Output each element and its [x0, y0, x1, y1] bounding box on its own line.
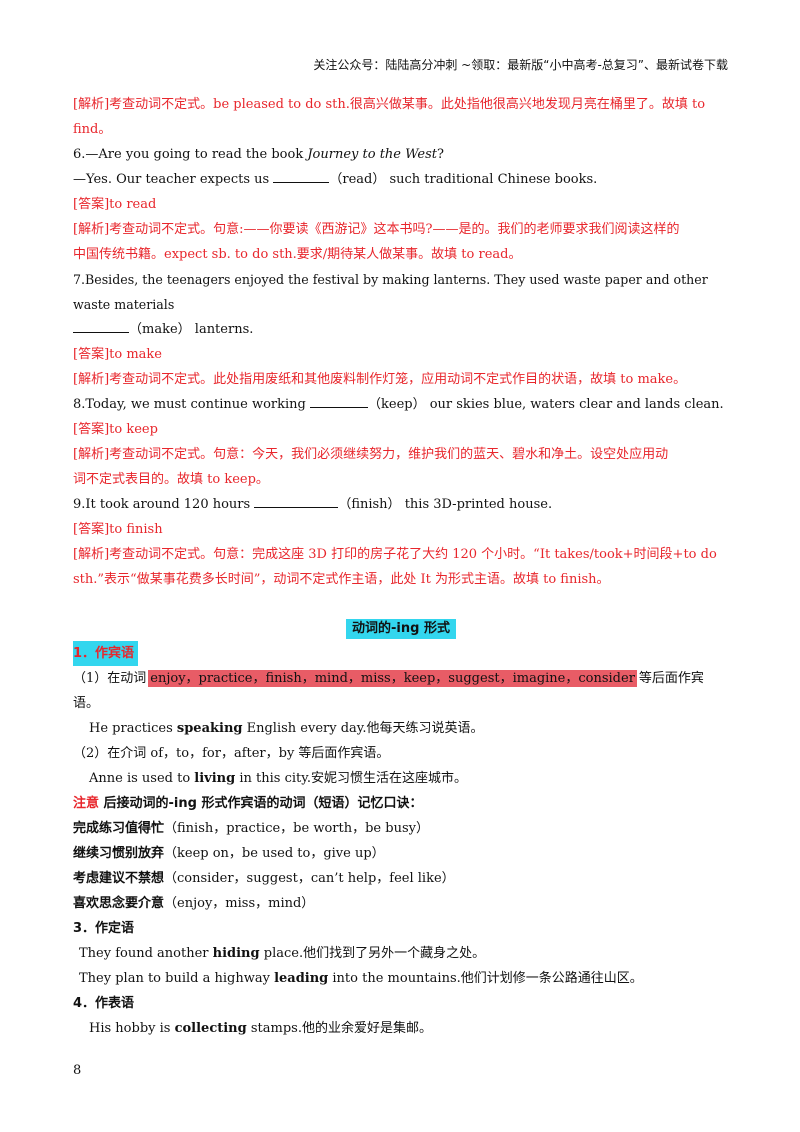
example-sentence: They found another hiding place.他们找到了另外一… — [73, 941, 729, 966]
answer-analysis: 中国传统书籍。expect sb. to do sth.要求/期待某人做某事。故… — [73, 247, 522, 262]
question-text: （keep） our skies blue, waters clear and … — [368, 397, 724, 412]
example-sentence: He practices speaking English every day.… — [73, 716, 729, 741]
page-number: 8 — [73, 1063, 82, 1078]
example-text: His hobby is — [89, 1021, 175, 1036]
subsection-label: 1．作宾语 — [73, 641, 139, 666]
answer-analysis: [解析]考查动词不定式。句意：今天，我们必须继续努力，维护我们的蓝天、碧水和净土… — [73, 447, 669, 462]
question-6: 6.—Are you going to read the book Journe… — [73, 142, 729, 167]
question-6-blank-line: —Yes. Our teacher expects us （read） such… — [73, 167, 729, 192]
mnemonic-verbs: （keep on，be used to，give up） — [164, 846, 385, 861]
example-text: into the mountains.他们计划修一条公路通往山区。 — [328, 971, 643, 986]
note-label: 注意 — [73, 796, 100, 811]
mnemonic-line: 继续习惯别放弃（keep on，be used to，give up） — [73, 841, 729, 866]
section-title: 动词的-ing 形式 — [346, 619, 456, 639]
example-text: They found another — [79, 946, 213, 961]
note-text: 后接动词的-ing 形式作宾语的动词（短语）记忆口诀： — [99, 796, 423, 811]
example-text: place.他们找到了另外一个藏身之处。 — [259, 946, 486, 961]
answer-analysis: find。 — [73, 122, 112, 137]
section-heading: 动词的-ing 形式 — [73, 619, 729, 639]
example-text: He practices — [89, 721, 177, 736]
mnemonic-phrase: 继续习惯别放弃 — [73, 846, 165, 861]
question-text: （make） lanterns. — [129, 322, 254, 337]
answer-blank — [273, 170, 330, 183]
subsection-heading: 1．作宾语 — [73, 641, 729, 666]
answer-analysis: sth.”表示“做某事花费多长时间”，动词不定式作主语，此处 It 为形式主语。… — [73, 572, 610, 587]
example-keyword: leading — [274, 971, 329, 986]
answer-blank — [310, 395, 368, 408]
example-text: stamps.他的业余爱好是集邮。 — [246, 1021, 432, 1036]
mnemonic-phrase: 考虑建议不禁想 — [73, 871, 165, 886]
note-line: 注意 后接动词的-ing 形式作宾语的动词（短语）记忆口诀： — [73, 791, 729, 816]
question-9: 9.It took around 120 hours （finish） this… — [73, 492, 729, 517]
question-text: ? — [437, 147, 444, 162]
highlighted-verbs: enjoy，practice，finish，mind，miss，keep，sug… — [148, 670, 637, 687]
rule-text: （1）在动词 — [73, 671, 147, 686]
question-text: —Yes. Our teacher expects us — [73, 172, 274, 187]
mnemonic-verbs: （finish，practice，be worth，be busy） — [164, 821, 429, 836]
answer-key: [答案]to read — [73, 197, 157, 212]
question-7: 7.Besides, the teenagers enjoyed the fes… — [73, 272, 708, 312]
mnemonic-phrase: 完成练习值得忙 — [73, 821, 165, 836]
book-title: Journey to the West — [307, 147, 438, 162]
rule-line: （2）在介词 of，to，for，after，by 等后面作宾语。 — [73, 746, 390, 761]
mnemonic-verbs: （enjoy，miss，mind） — [164, 896, 315, 911]
answer-analysis: 词不定式表目的。故填 to keep。 — [73, 472, 269, 487]
question-text: 8.Today, we must continue working — [73, 397, 310, 412]
page-content: [解析]考查动词不定式。be pleased to do sth.很高兴做某事。… — [73, 92, 729, 1041]
answer-analysis: [解析]考查动词不定式。此处指用废纸和其他废料制作灯笼，应用动词不定式作目的状语… — [73, 372, 687, 387]
example-keyword: living — [194, 771, 236, 786]
answer-key: [答案]to make — [73, 347, 162, 362]
page-header: 关注公众号：陆陆高分冲刺 ~领取：最新版“小中高考-总复习”、最新试卷下载 — [313, 58, 728, 72]
question-text: 9.It took around 120 hours — [73, 497, 255, 512]
mnemonic-line: 喜欢思念要介意（enjoy，miss，mind） — [73, 891, 729, 916]
example-sentence: They plan to build a highway leading int… — [73, 966, 729, 991]
mnemonic-line: 完成练习值得忙（finish，practice，be worth，be busy… — [73, 816, 729, 841]
rule-text: 等后面作宾语。 — [73, 671, 704, 711]
example-text: Anne is used to — [89, 771, 195, 786]
answer-analysis: [解析]考查动词不定式。句意：完成这座 3D 打印的房子花了大约 120 个小时… — [73, 547, 717, 562]
question-8: 8.Today, we must continue working （keep）… — [73, 392, 729, 417]
answer-blank — [73, 320, 129, 333]
answer-key: [答案]to keep — [73, 422, 158, 437]
example-text: They plan to build a highway — [79, 971, 275, 986]
example-sentence: His hobby is collecting stamps.他的业余爱好是集邮… — [73, 1016, 729, 1041]
subsection-heading: 4．作表语 — [73, 996, 135, 1011]
answer-analysis: [解析]考查动词不定式。句意:——你要读《西游记》这本书吗?——是的。我们的老师… — [73, 222, 680, 237]
question-text: （read） such traditional Chinese books. — [329, 172, 598, 187]
answer-key: [答案]to finish — [73, 522, 163, 537]
answer-blank — [254, 495, 339, 508]
question-text: （finish） this 3D-printed house. — [338, 497, 553, 512]
example-sentence: Anne is used to living in this city.安妮习惯… — [73, 766, 729, 791]
mnemonic-verbs: （consider，suggest，can’t help，feel like） — [164, 871, 455, 886]
mnemonic-line: 考虑建议不禁想（consider，suggest，can’t help，feel… — [73, 866, 729, 891]
example-keyword: collecting — [174, 1021, 247, 1036]
subsection-heading: 3．作定语 — [73, 921, 135, 936]
example-keyword: hiding — [212, 946, 260, 961]
example-text: English every day.他每天练习说英语。 — [242, 721, 484, 736]
question-text: 6.—Are you going to read the book — [73, 147, 308, 162]
mnemonic-phrase: 喜欢思念要介意 — [73, 896, 165, 911]
question-7-blank-line: （make） lanterns. — [73, 317, 729, 342]
answer-analysis: [解析]考查动词不定式。be pleased to do sth.很高兴做某事。… — [73, 97, 706, 112]
example-text: in this city.安妮习惯生活在这座城市。 — [235, 771, 467, 786]
example-keyword: speaking — [176, 721, 243, 736]
